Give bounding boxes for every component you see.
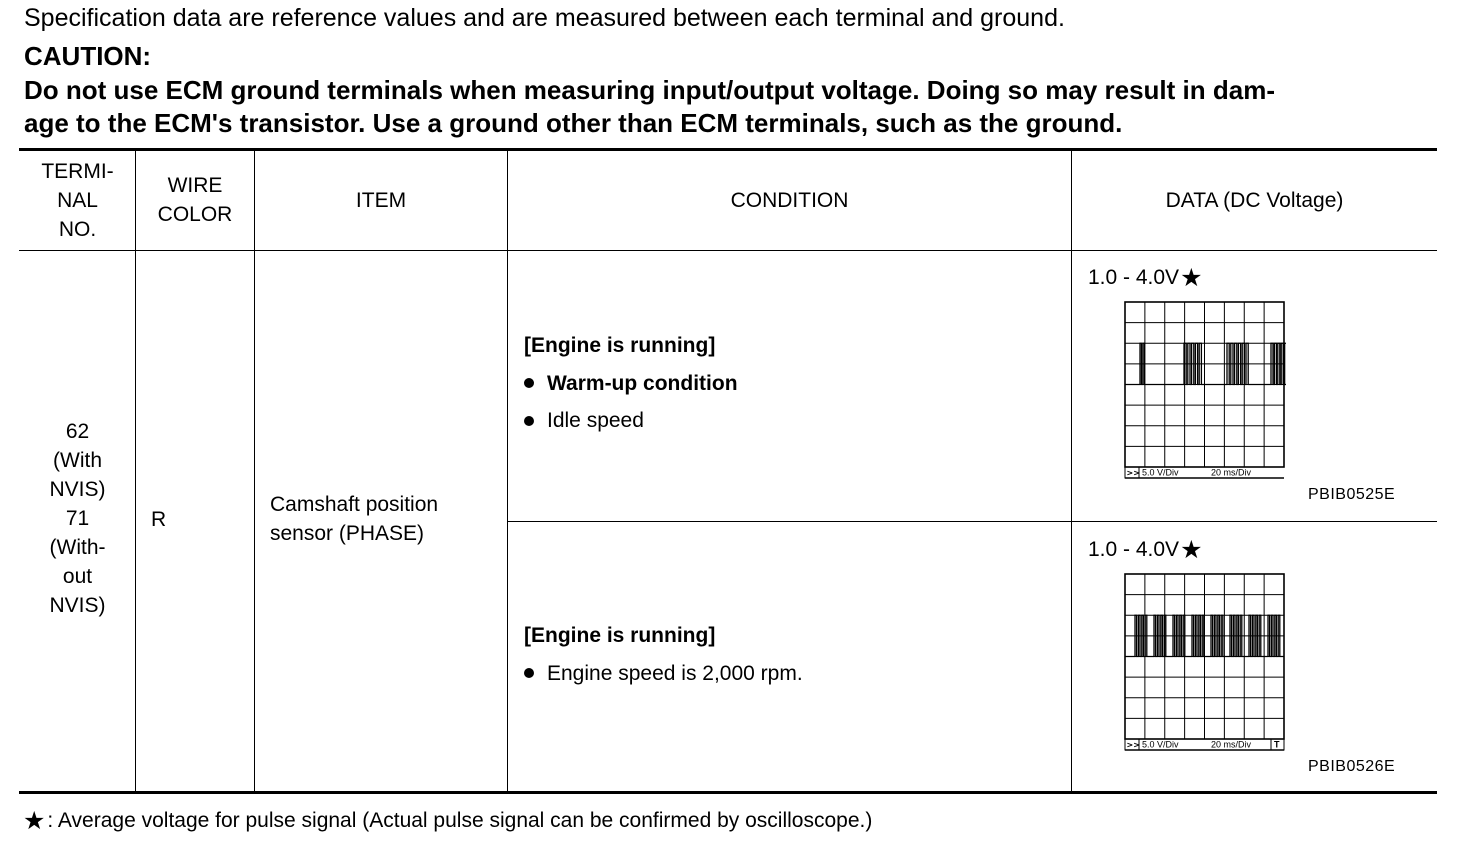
list-item: Warm-up condition — [524, 365, 738, 403]
oscilloscope-waveform-2: >> 5.0 V/Div 20 ms/Div T — [1124, 573, 1285, 751]
header-terminal-no: TERMI- NAL NO. — [41, 159, 114, 241]
caution-body: Do not use ECM ground terminals when mea… — [24, 74, 1436, 140]
star-icon: ★ — [1180, 264, 1203, 292]
scope-trace — [1125, 614, 1284, 658]
figure-id-2: PBIB0526E — [1308, 758, 1396, 775]
header-wire-color: WIRE COLOR — [157, 174, 233, 226]
star-icon: ★ — [1180, 536, 1203, 564]
oscilloscope-waveform-1: >> 5.0 V/Div 20 ms/Div — [1124, 301, 1286, 479]
condition-1: [Engine is running] Warm-up condition Id… — [524, 327, 738, 440]
list-item: Engine speed is 2,000 rpm. — [524, 655, 803, 693]
header-data: DATA (DC Voltage) — [1165, 188, 1344, 212]
col-divider-3 — [507, 150, 508, 792]
table-bottom-rule — [19, 791, 1437, 794]
star-icon: ★ — [23, 807, 46, 835]
list-item: Idle speed — [524, 402, 738, 440]
intro-text: Specification data are reference values … — [24, 4, 1065, 32]
col-divider-1 — [135, 150, 136, 792]
table-top-rule — [19, 148, 1437, 151]
scope-tdiv-label: 20 ms/Div — [1211, 740, 1252, 750]
scope-arrow-label: >> — [1127, 741, 1140, 750]
col-divider-4 — [1071, 150, 1072, 792]
scope-trigger-box — [1270, 738, 1285, 751]
scope-arrow-label: >> — [1127, 469, 1140, 478]
scope-vdiv-label: 5.0 V/Div — [1142, 468, 1179, 478]
footnote: ★ : Average voltage for pulse signal (Ac… — [23, 807, 873, 835]
table-header-rule — [19, 250, 1437, 251]
header-item: ITEM — [355, 188, 407, 212]
scope-tdiv-label: 20 ms/Div — [1211, 468, 1252, 478]
terminal-no-cell: 62 (With NVIS) 71 (With- out NVIS) — [49, 420, 106, 617]
figure-id-1: PBIB0525E — [1308, 486, 1396, 503]
voltage-value-2: 1.0 - 4.0V★ — [1088, 536, 1203, 564]
header-condition: CONDITION — [730, 188, 849, 212]
scope-vdiv-label: 5.0 V/Div — [1142, 740, 1179, 750]
condition-2-heading: [Engine is running] — [524, 624, 716, 647]
wire-color-cell: R — [151, 508, 167, 531]
caution-title: CAUTION: — [24, 41, 152, 71]
scope-trace — [1125, 342, 1286, 386]
bullet-icon — [524, 668, 534, 679]
bullet-icon — [524, 378, 534, 389]
bullet-icon — [524, 415, 534, 426]
item-cell: Camshaft position sensor (PHASE) — [270, 493, 439, 545]
voltage-value-1: 1.0 - 4.0V★ — [1088, 264, 1203, 292]
table-row-split-rule — [508, 521, 1437, 522]
scope-arrow-box — [1124, 466, 1140, 479]
condition-2: [Engine is running] Engine speed is 2,00… — [524, 617, 803, 692]
scope-arrow-box — [1124, 738, 1140, 751]
caution-line-2: age to the ECM's transistor. Use a groun… — [24, 108, 1123, 138]
col-divider-2 — [254, 150, 255, 792]
caution-line-1: Do not use ECM ground terminals when mea… — [24, 75, 1275, 105]
condition-1-heading: [Engine is running] — [524, 334, 716, 357]
scope-trigger-label: T — [1274, 740, 1280, 750]
